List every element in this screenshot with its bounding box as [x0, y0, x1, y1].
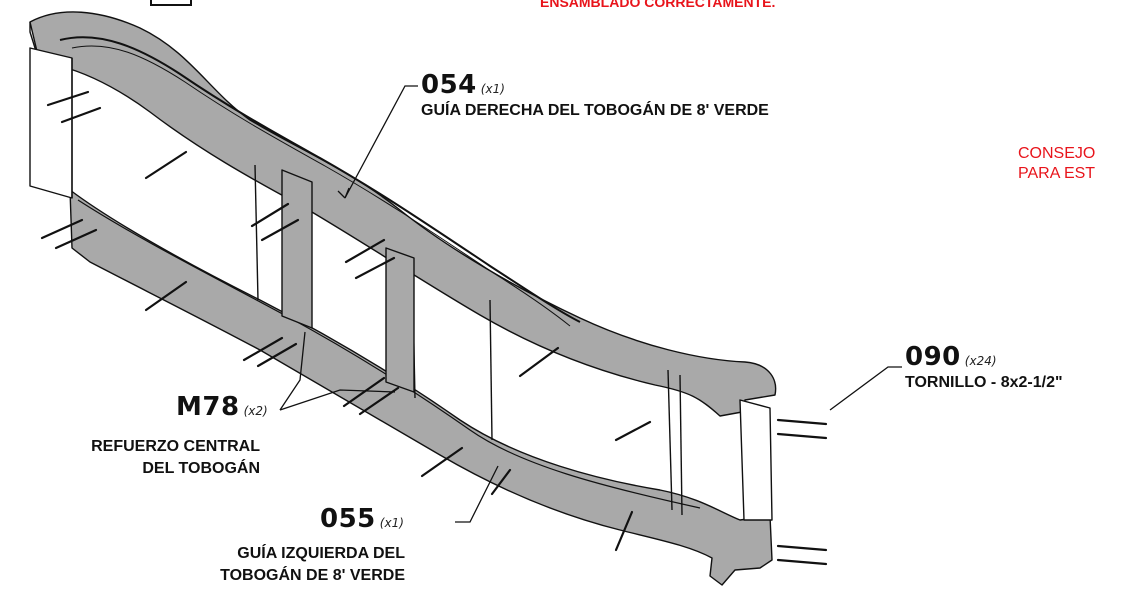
part-description: GUÍA DERECHA DEL TOBOGÁN DE 8' VERDE — [421, 102, 769, 119]
center-brace-2 — [385, 247, 415, 393]
part-number: 054 — [421, 70, 477, 100]
tip-note: CONSEJO PARA EST — [1018, 144, 1095, 184]
part-quantity: (x1) — [480, 82, 505, 96]
callout-m78-description: REFUERZO CENTRAL DEL TOBOGÁN — [8, 436, 260, 480]
leader-054 — [344, 85, 418, 199]
callout-090: 090(x24) TORNILLO - 8x2-1/2" — [905, 342, 1063, 394]
tip-line-1: CONSEJO — [1018, 145, 1096, 162]
leader-m78-a — [279, 331, 306, 411]
part-description-line-2: TOBOGÁN DE 8' VERDE — [220, 567, 405, 584]
callout-055-number: 055(x1) — [320, 504, 404, 534]
part-description: TORNILLO - 8x2-1/2" — [905, 374, 1063, 391]
callout-055-description: GUÍA IZQUIERDA DEL TOBOGÁN DE 8' VERDE — [140, 543, 405, 587]
part-description-line-2: DEL TOBOGÁN — [142, 460, 260, 477]
center-brace-1 — [281, 169, 313, 329]
frame-corner — [150, 0, 192, 6]
tip-line-2: PARA EST — [1018, 165, 1096, 182]
part-number: 055 — [320, 504, 376, 534]
leader-m78-b — [279, 389, 396, 411]
part-number: 090 — [905, 342, 961, 372]
top-end-panel — [29, 47, 73, 199]
part-number: M78 — [176, 392, 240, 422]
bottom-end-panel — [739, 399, 773, 521]
part-quantity: (x24) — [964, 354, 997, 368]
left-rail-055 — [69, 189, 773, 586]
callout-m78-number: M78(x2) — [176, 392, 268, 422]
leader-090 — [829, 366, 902, 411]
part-quantity: (x1) — [379, 516, 404, 530]
leader-055 — [455, 465, 499, 523]
part-description-line-1: REFUERZO CENTRAL — [91, 438, 260, 455]
part-quantity: (x2) — [243, 404, 268, 418]
assembly-warning: ENSAMBLADO CORRECTAMENTE. — [540, 0, 776, 10]
right-rail-054 — [29, 11, 777, 417]
callout-054: 054(x1) GUÍA DERECHA DEL TOBOGÁN DE 8' V… — [421, 70, 769, 122]
part-description-line-1: GUÍA IZQUIERDA DEL — [237, 545, 405, 562]
